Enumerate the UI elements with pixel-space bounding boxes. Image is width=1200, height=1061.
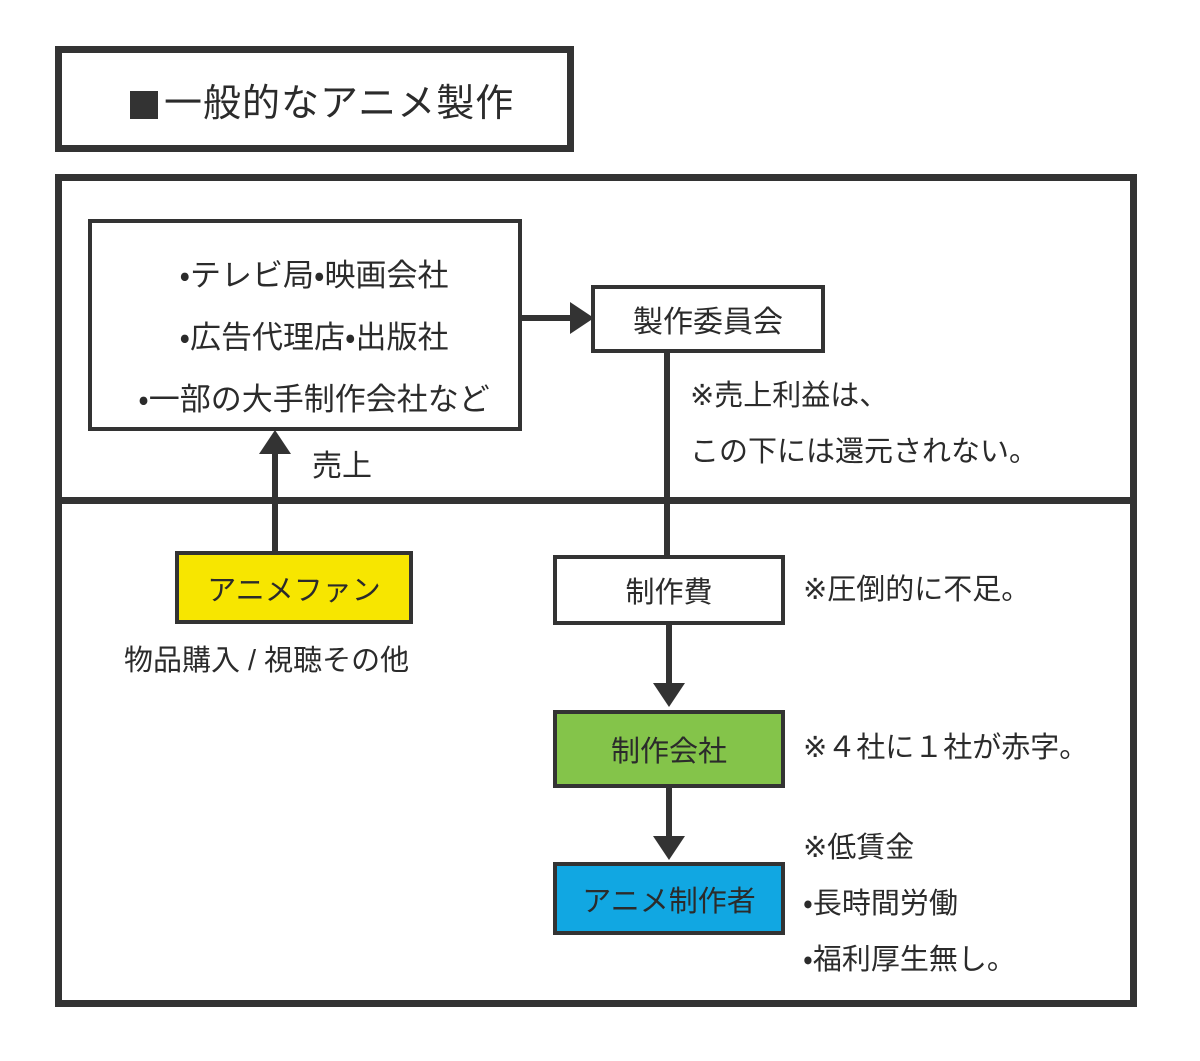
anime-fan-label: アニメファン [207,574,381,607]
title-box: 一般的なアニメ製作 [55,46,574,152]
production-cost-label: 制作費 [625,577,713,609]
title-label: 一般的なアニメ製作 [164,82,515,125]
connector-fan-to-sources-arrowhead [259,430,291,454]
anime-fan-box: アニメファン [175,551,413,624]
creator-note-line-1: ※低賃金 [803,832,915,864]
sales-edge-label: 売上 [312,450,372,483]
source-line-3: ・一部の大手制作会社など [138,382,490,417]
production-committee-label: 製作委員会 [633,306,783,339]
creator-note: ※低賃金 ・長時間労働 ・福利厚生無し。 [803,820,1016,988]
committee-note: ※売上利益は、 この下には還元されない。 [690,368,1038,480]
production-studio-box: 制作会社 [553,710,785,788]
square-bullet-icon [130,90,158,119]
cost-note: ※圧倒的に不足。 [803,574,1031,606]
committee-note-line-1: ※売上利益は、 [690,380,889,412]
page-title: 一般的なアニメ製作 [130,72,514,127]
source-line-2: ・広告代理店・出版社 [179,320,449,355]
connector-sources-to-committee-arrowhead [570,302,594,334]
production-cost-box: 制作費 [553,555,785,625]
frame-divider [55,497,1137,504]
fan-caption: 物品購入 / 視聴その他 [124,645,410,677]
creator-note-line-3: ・福利厚生無し。 [803,944,1016,976]
connector-fan-to-sources-line [272,440,278,551]
connector-studio-to-creator-line [666,788,672,840]
connector-cost-to-studio-arrowhead [653,683,685,707]
production-studio-label: 制作会社 [610,736,727,768]
funding-sources-box: ・テレビ局・映画会社 ・広告代理店・出版社 ・一部の大手制作会社など [88,219,522,431]
anime-creator-box: アニメ制作者 [553,862,785,935]
production-committee-box: 製作委員会 [591,285,825,353]
connector-studio-to-creator-arrowhead [653,836,685,860]
source-line-1: ・テレビ局・映画会社 [179,258,449,293]
connector-committee-to-cost [664,353,670,555]
anime-creator-label: アニメ制作者 [582,885,756,918]
connector-cost-to-studio-line [666,625,672,687]
committee-note-line-2: この下には還元されない。 [690,436,1039,468]
connector-sources-to-committee-line [522,315,574,321]
creator-note-line-2: ・長時間労働 [803,888,958,920]
studio-note: ※４社に１社が赤字。 [803,732,1089,764]
